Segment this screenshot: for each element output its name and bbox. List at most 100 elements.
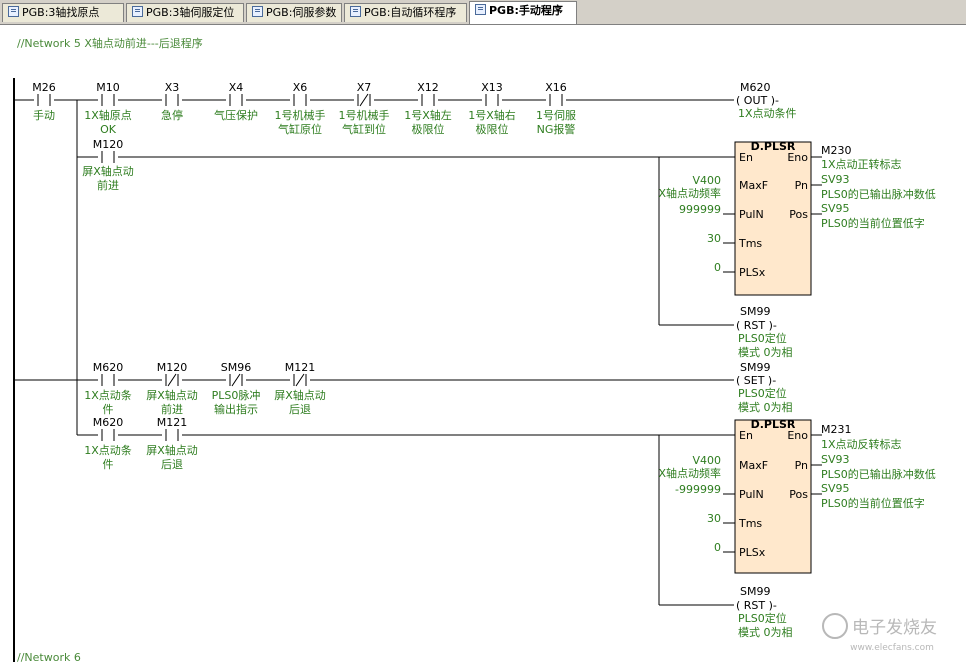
ladder-canvas[interactable]: //Network 5 X轴点动前进---后退程序 M26 手动 M10 1X轴… bbox=[0, 25, 966, 662]
svg-text:1X点动条件: 1X点动条件 bbox=[738, 106, 797, 120]
contact-m10[interactable]: M10 1X轴原点 OK bbox=[84, 81, 132, 136]
svg-text:MaxF: MaxF bbox=[739, 179, 768, 192]
svg-text:M120: M120 bbox=[93, 138, 124, 151]
svg-text:M620: M620 bbox=[93, 416, 124, 429]
svg-text:www.elecfans.com: www.elecfans.com bbox=[850, 643, 934, 653]
svg-text:PLS0的已输出脉冲数低: PLS0的已输出脉冲数低 bbox=[821, 467, 936, 481]
svg-text:M620: M620 bbox=[93, 361, 124, 374]
svg-text:气压保护: 气压保护 bbox=[214, 108, 258, 122]
tab-manual-program[interactable]: PGB:手动程序 bbox=[469, 1, 577, 24]
svg-text:屏X轴点动: 屏X轴点动 bbox=[274, 388, 326, 402]
coil-sm99-set[interactable]: SM99 ( SET )- PLS0定位 模式 0为相 bbox=[736, 361, 793, 414]
svg-text:X16: X16 bbox=[545, 81, 567, 94]
plsr-block-forward[interactable]: D.PLSR En Eno MaxF PulN Tms PLSx Pn Pos … bbox=[658, 140, 936, 296]
svg-text:后退: 后退 bbox=[161, 458, 183, 471]
svg-text:气缸原位: 气缸原位 bbox=[278, 122, 322, 136]
svg-text:PLS0定位: PLS0定位 bbox=[738, 611, 787, 625]
svg-text:屏X轴点动: 屏X轴点动 bbox=[146, 443, 198, 457]
svg-text:Pos: Pos bbox=[789, 208, 808, 221]
contact-sm96-nc[interactable]: SM96 PLS0脉冲 输出指示 bbox=[212, 361, 261, 416]
contact-x6[interactable]: X6 1号机械手 气缸原位 bbox=[275, 81, 326, 136]
contact-x12[interactable]: X12 1号X轴左 极限位 bbox=[404, 81, 452, 136]
contact-x13[interactable]: X13 1号X轴右 极限位 bbox=[468, 81, 516, 136]
svg-text:PulN: PulN bbox=[739, 488, 764, 501]
svg-text:SV95: SV95 bbox=[821, 482, 850, 495]
svg-text:PLS0脉冲: PLS0脉冲 bbox=[212, 388, 261, 402]
tab-3axis-home[interactable]: PGB:3轴找原点 bbox=[2, 3, 124, 22]
svg-text:PLS0的当前位置低字: PLS0的当前位置低字 bbox=[821, 216, 925, 230]
svg-text:OK: OK bbox=[100, 123, 117, 136]
contact-m121[interactable]: M121 屏X轴点动 后退 bbox=[146, 416, 198, 471]
svg-text:1号X轴右: 1号X轴右 bbox=[468, 108, 516, 122]
ladder-diagram[interactable]: //Network 5 X轴点动前进---后退程序 M26 手动 M10 1X轴… bbox=[0, 25, 966, 662]
editor-tab-bar: PGB:3轴找原点 PGB:3轴伺服定位 PGB:伺服参数 PGB:自动循环程序… bbox=[0, 0, 966, 25]
svg-text:模式 0为相: 模式 0为相 bbox=[738, 401, 793, 414]
svg-text:SV95: SV95 bbox=[821, 202, 850, 215]
svg-text:0: 0 bbox=[714, 261, 721, 274]
svg-text:MaxF: MaxF bbox=[739, 459, 768, 472]
contact-x4[interactable]: X4 气压保护 bbox=[214, 81, 258, 122]
program-icon bbox=[252, 6, 263, 17]
svg-text:1号伺服: 1号伺服 bbox=[536, 109, 576, 122]
svg-text:M10: M10 bbox=[96, 81, 120, 94]
svg-text:1号机械手: 1号机械手 bbox=[275, 108, 326, 122]
svg-text:屏X轴点动: 屏X轴点动 bbox=[146, 388, 198, 402]
svg-text:En: En bbox=[739, 429, 753, 442]
svg-text:电子发烧友: 电子发烧友 bbox=[852, 618, 937, 638]
svg-text:( SET )-: ( SET )- bbox=[736, 374, 776, 387]
program-icon bbox=[132, 6, 143, 17]
coil-sm99-rst-2[interactable]: SM99 ( RST )- PLS0定位 模式 0为相 bbox=[736, 585, 793, 639]
svg-text:PLSx: PLSx bbox=[739, 266, 766, 279]
contact-x3[interactable]: X3 急停 bbox=[161, 81, 183, 122]
svg-text:X4: X4 bbox=[229, 81, 244, 94]
tab-label: PGB:3轴伺服定位 bbox=[146, 6, 235, 19]
svg-text:30: 30 bbox=[707, 512, 721, 525]
tab-auto-cycle[interactable]: PGB:自动循环程序 bbox=[344, 3, 467, 22]
svg-text:M231: M231 bbox=[821, 423, 852, 436]
svg-text:( RST )-: ( RST )- bbox=[736, 599, 777, 612]
contact-m620-row4[interactable]: M620 1X点动条 件 bbox=[84, 416, 132, 471]
tab-servo-params[interactable]: PGB:伺服参数 bbox=[246, 3, 342, 22]
svg-text:M120: M120 bbox=[157, 361, 188, 374]
program-icon bbox=[8, 6, 19, 17]
svg-text:30: 30 bbox=[707, 232, 721, 245]
svg-text:模式 0为相: 模式 0为相 bbox=[738, 346, 793, 359]
svg-text:X轴点动频率: X轴点动频率 bbox=[658, 186, 721, 200]
program-icon bbox=[475, 4, 486, 15]
tab-label: PGB:3轴找原点 bbox=[22, 6, 100, 19]
svg-text:模式 0为相: 模式 0为相 bbox=[738, 626, 793, 639]
contact-m620-row3[interactable]: M620 1X点动条 件 bbox=[84, 361, 132, 416]
svg-text:NG报警: NG报警 bbox=[537, 122, 576, 136]
svg-text:X6: X6 bbox=[293, 81, 308, 94]
svg-text:999999: 999999 bbox=[679, 203, 721, 216]
contact-m120-nc[interactable]: M120 屏X轴点动 前进 bbox=[146, 361, 198, 416]
contact-m120[interactable]: M120 屏X轴点动 前进 bbox=[82, 138, 134, 192]
svg-text:输出指示: 输出指示 bbox=[214, 402, 258, 416]
svg-text:急停: 急停 bbox=[161, 108, 183, 122]
svg-text:Pn: Pn bbox=[795, 179, 808, 192]
contact-x7[interactable]: X7 1号机械手 气缸到位 bbox=[339, 81, 390, 136]
svg-text:1X轴原点: 1X轴原点 bbox=[84, 108, 132, 122]
contact-m121-nc[interactable]: M121 屏X轴点动 后退 bbox=[274, 361, 326, 416]
program-icon bbox=[350, 6, 361, 17]
svg-text:SM96: SM96 bbox=[221, 361, 251, 374]
coil-m620-out[interactable]: M620 ( OUT )- 1X点动条件 bbox=[736, 81, 797, 120]
svg-text:SV93: SV93 bbox=[821, 173, 850, 186]
svg-text:SM99: SM99 bbox=[740, 305, 770, 318]
tab-3axis-servo-position[interactable]: PGB:3轴伺服定位 bbox=[126, 3, 244, 22]
svg-text:件: 件 bbox=[103, 403, 114, 416]
contact-m26[interactable]: M26 手动 bbox=[32, 81, 56, 122]
svg-text:1X点动正转标志: 1X点动正转标志 bbox=[821, 157, 902, 171]
svg-text:PLS0定位: PLS0定位 bbox=[738, 386, 787, 400]
svg-text:En: En bbox=[739, 151, 753, 164]
contact-x16[interactable]: X16 1号伺服 NG报警 bbox=[536, 81, 576, 136]
svg-text:X7: X7 bbox=[357, 81, 372, 94]
svg-text:极限位: 极限位 bbox=[476, 122, 509, 136]
svg-text:1X点动条: 1X点动条 bbox=[84, 443, 132, 457]
tab-label: PGB:伺服参数 bbox=[266, 6, 337, 19]
coil-sm99-rst-1[interactable]: SM99 ( RST )- PLS0定位 模式 0为相 bbox=[736, 305, 793, 359]
svg-text:M620: M620 bbox=[740, 81, 771, 94]
svg-text:Pn: Pn bbox=[795, 459, 808, 472]
plsr-block-reverse[interactable]: D.PLSR En Eno MaxF PulN Tms PLSx Pn Pos … bbox=[658, 418, 936, 574]
network-title: //Network 5 X轴点动前进---后退程序 bbox=[17, 36, 203, 50]
